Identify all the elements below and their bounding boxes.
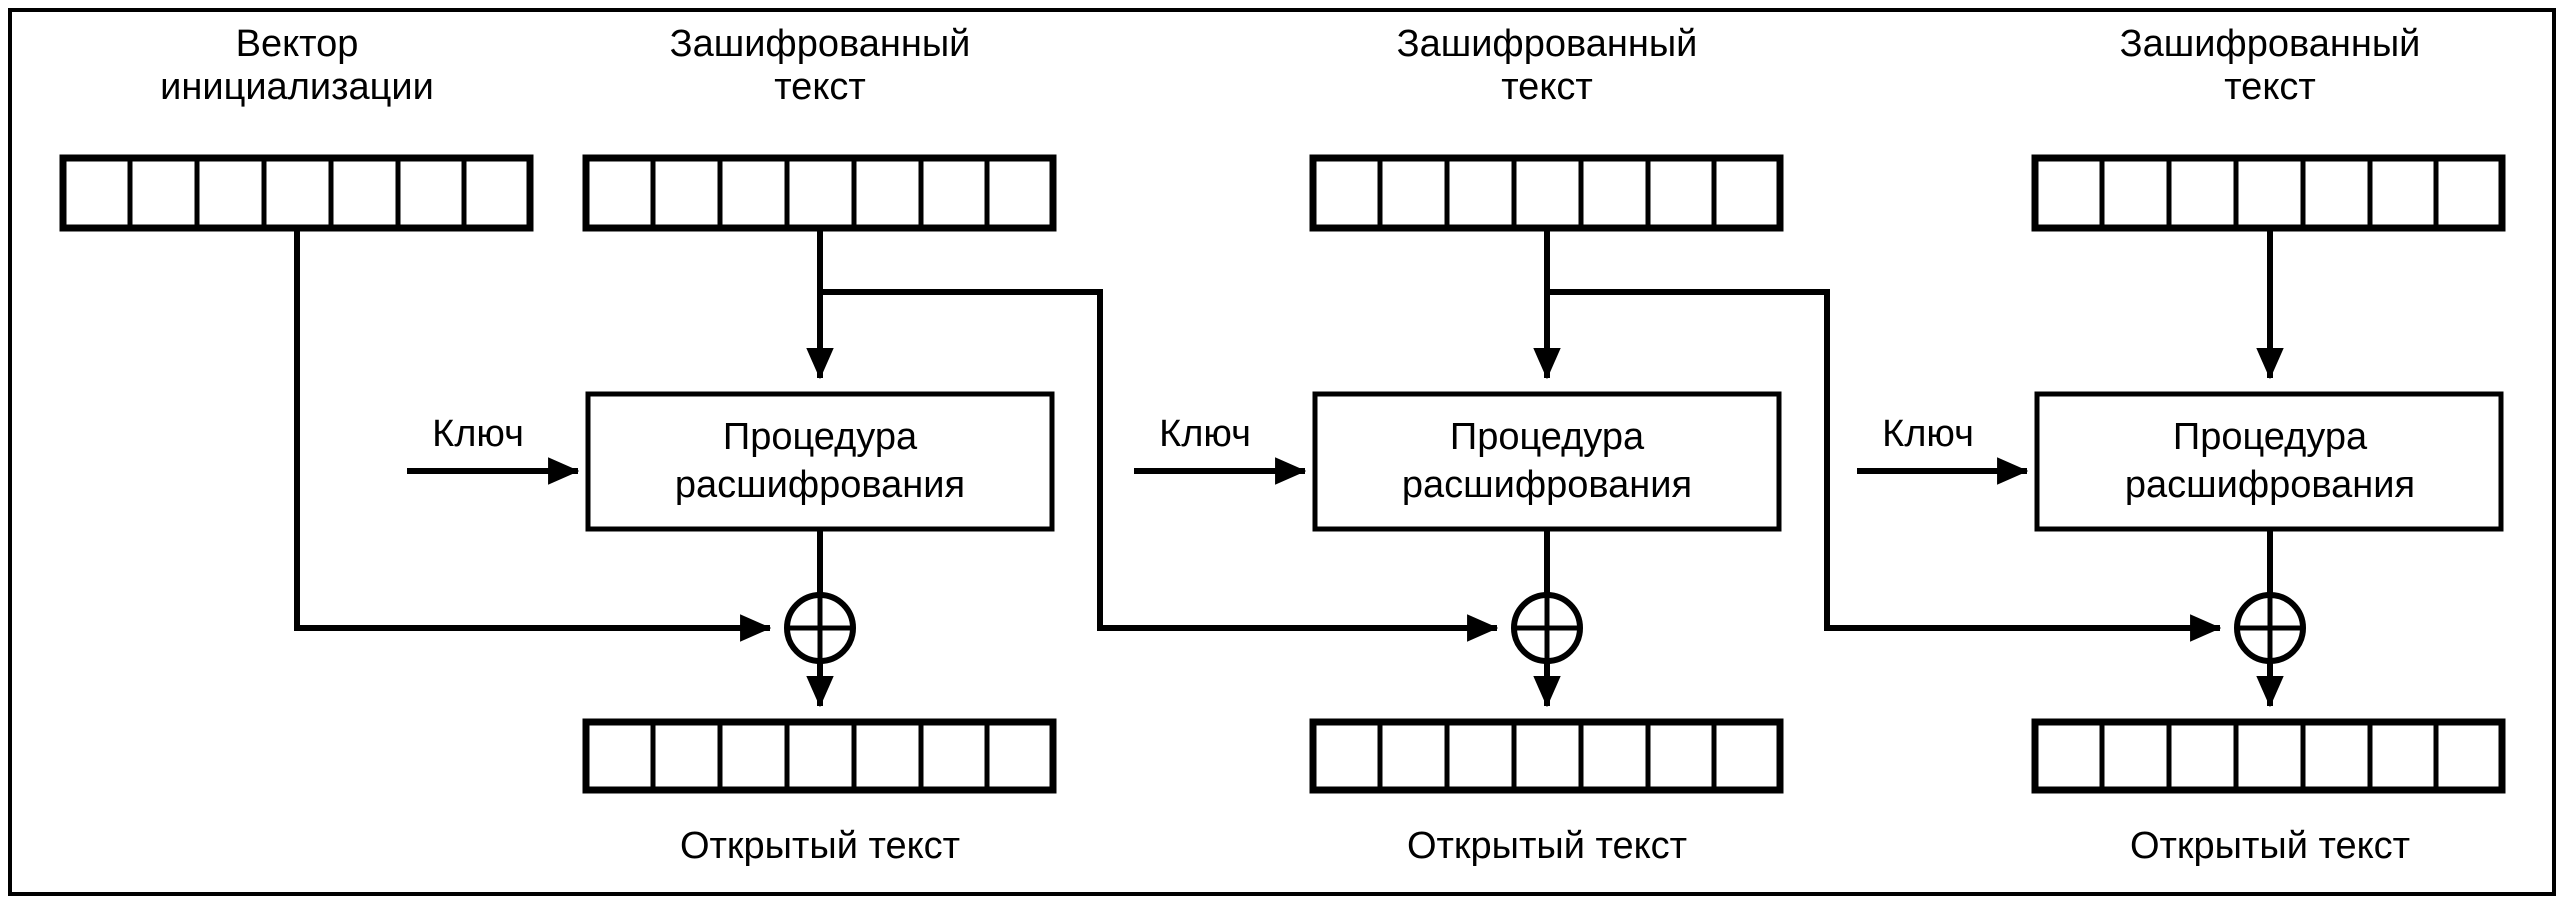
plaintext-label-3: Открытый текст — [2130, 825, 2410, 867]
plaintext-register-1 — [582, 718, 1057, 794]
iv-register — [59, 154, 534, 232]
block-2: Зашифрованный текст Ключ Процедура расши… — [1134, 23, 2222, 867]
plaintext-label-1: Открытый текст — [680, 825, 960, 867]
iv-label-line1: Вектор — [236, 23, 359, 65]
feedforward-path-1 — [820, 289, 1499, 642]
iv-feed-path — [294, 228, 772, 642]
ciphertext-label-line2-1: текст — [774, 66, 866, 108]
xor-gate-1 — [784, 592, 856, 664]
procedure-label-line2-1: расшифрования — [675, 464, 965, 506]
procedure-label-line2-2: расшифрования — [1402, 464, 1692, 506]
procedure-box-3: Процедура расшифрования — [2034, 391, 2504, 532]
ciphertext-register-1 — [582, 154, 1057, 232]
procedure-box-2: Процедура расшифрования — [1312, 391, 1782, 532]
key-label-2: Ключ — [1159, 413, 1251, 455]
ciphertext-register-2 — [1309, 154, 1784, 232]
procedure-label-line1-1: Процедура — [723, 416, 918, 458]
procedure-box-1: Процедура расшифрования — [585, 391, 1055, 532]
iv-label-line2: инициализации — [160, 66, 434, 108]
key-label-3: Ключ — [1882, 413, 1974, 455]
block-1: Зашифрованный текст Ключ Процедура расши… — [407, 23, 1499, 867]
plaintext-label-2: Открытый текст — [1407, 825, 1687, 867]
plaintext-register-3 — [2031, 718, 2506, 794]
key-label-1: Ключ — [432, 413, 524, 455]
procedure-label-line1-2: Процедура — [1450, 416, 1645, 458]
ciphertext-label-line1-2: Зашифрованный — [1397, 23, 1698, 65]
ciphertext-register-3 — [2031, 154, 2506, 232]
xor-gate-3 — [2234, 592, 2306, 664]
ciphertext-label-line2-2: текст — [1501, 66, 1593, 108]
procedure-label-line1-3: Процедура — [2173, 416, 2368, 458]
plaintext-register-2 — [1309, 718, 1784, 794]
ciphertext-label-line1-1: Зашифрованный — [670, 23, 971, 65]
xor-gate-2 — [1511, 592, 1583, 664]
feedforward-path-2 — [1547, 289, 2222, 642]
ciphertext-label-line1-3: Зашифрованный — [2120, 23, 2421, 65]
procedure-label-line2-3: расшифрования — [2125, 464, 2415, 506]
ciphertext-label-line2-3: текст — [2224, 66, 2316, 108]
block-3: Зашифрованный текст Ключ Процедура расши… — [1857, 23, 2506, 867]
